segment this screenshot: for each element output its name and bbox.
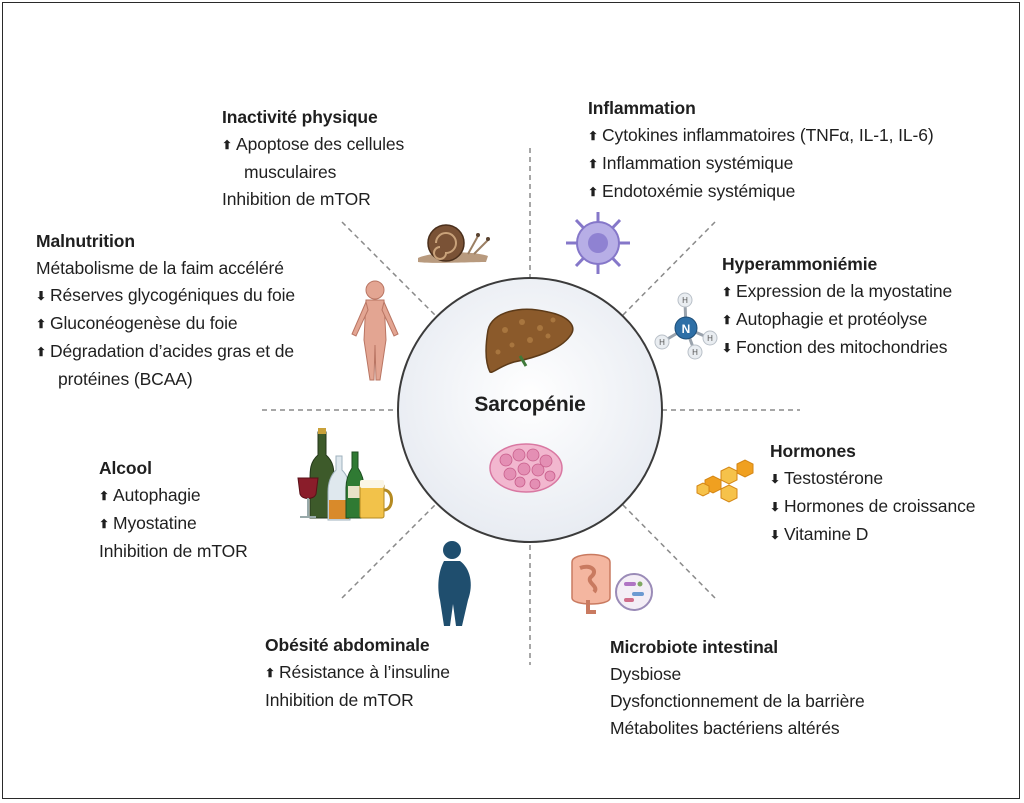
- snail-icon: [418, 224, 490, 263]
- effect-line: ⬆ Apoptose des cellules: [222, 131, 404, 159]
- arrow-icon: ⬇: [770, 500, 780, 514]
- spoke-bottom-left: [341, 501, 439, 599]
- alcohol-bottles-icon: [297, 428, 393, 521]
- effect-text: Testostérone: [784, 468, 883, 488]
- effect-line: ⬇ Testostérone: [770, 465, 975, 493]
- obese-body-icon: [438, 541, 471, 626]
- effect-text-continued: protéines (BCAA): [58, 369, 193, 389]
- effect-line: ⬆ Dégradation d’acides gras et de: [36, 338, 295, 366]
- intestine-bacteria-icon: [571, 553, 653, 614]
- spoke-top-right: [619, 221, 716, 319]
- arrow-icon: ⬆: [222, 138, 232, 152]
- effect-line: ⬆ Gluconéogenèse du foie: [36, 310, 295, 338]
- svg-text:N: N: [682, 322, 691, 336]
- spoke-lines: [262, 148, 800, 665]
- central-circle: [397, 277, 663, 543]
- effect-text: Inhibition de mTOR: [265, 690, 414, 710]
- svg-text:H: H: [659, 338, 665, 347]
- immune-cell-icon: [566, 212, 630, 274]
- effect-text: Inhibition de mTOR: [222, 189, 371, 209]
- factor-title: Alcool: [99, 458, 152, 478]
- effect-text: Inflammation systémique: [602, 153, 794, 173]
- arrow-icon: ⬆: [722, 313, 732, 327]
- factor-title: Hyperammoniémie: [722, 254, 878, 274]
- factor-malnutrition: Malnutrition Métabolisme de la faim accé…: [36, 228, 295, 393]
- factor-title: Inflammation: [588, 98, 696, 118]
- arrow-icon: ⬆: [588, 157, 598, 171]
- spoke-bottom-right: [619, 501, 716, 599]
- arrow-icon: ⬆: [265, 666, 275, 680]
- effect-text-continued: musculaires: [244, 162, 337, 182]
- factor-inflammation: Inflammation ⬆ Cytokines inflammatoires (…: [588, 95, 934, 206]
- effect-text: Dysbiose: [610, 664, 682, 684]
- factor-obesite: Obésité abdominale ⬆ Résistance à l’insul…: [265, 632, 450, 714]
- effect-text: Métabolites bactériens altérés: [610, 718, 840, 738]
- effect-text: Dégradation d’acides gras et de: [50, 341, 295, 361]
- arrow-icon: ⬆: [36, 345, 46, 359]
- arrow-icon: ⬆: [588, 129, 598, 143]
- arrow-icon: ⬆: [722, 285, 732, 299]
- factor-inactivite: Inactivité physique ⬆ Apoptose des cellul…: [222, 104, 404, 213]
- arrow-icon: ⬆: [99, 517, 109, 531]
- effect-text: Autophagie: [113, 485, 201, 505]
- svg-text:H: H: [692, 348, 698, 357]
- arrow-icon: ⬆: [99, 489, 109, 503]
- ammonium-molecule-icon: N H H H H: [654, 292, 718, 360]
- effect-line: ⬆ Autophagie et protéolyse: [722, 306, 952, 334]
- hormone-hexagons-icon: [696, 459, 754, 503]
- effect-text: Endotoxémie systémique: [602, 181, 796, 201]
- arrow-icon: ⬇: [722, 341, 732, 355]
- effect-text: Cytokines inflammatoires (TNFα, IL-1, IL…: [602, 125, 934, 145]
- effect-text: Vitamine D: [784, 524, 869, 544]
- effect-text: Hormones de croissance: [784, 496, 976, 516]
- effect-line: ⬆ Cytokines inflammatoires (TNFα, IL-1, I…: [588, 122, 934, 150]
- effect-line: ⬆ Myostatine: [99, 510, 248, 538]
- arrow-icon: ⬇: [770, 528, 780, 542]
- factor-hyperammoniemie: Hyperammoniémie ⬆ Expression de la myosta…: [722, 251, 952, 362]
- arrow-icon: ⬆: [588, 185, 598, 199]
- effect-text: Gluconéogenèse du foie: [50, 313, 238, 333]
- effect-line: ⬇ Hormones de croissance: [770, 493, 975, 521]
- factor-microbiote: Microbiote intestinal Dysbiose Dysfoncti…: [610, 634, 865, 742]
- effect-line: ⬇ Vitamine D: [770, 521, 975, 549]
- factor-hormones: Hormones ⬇ Testostérone ⬇ Hormones de croi…: [770, 438, 975, 549]
- factor-title: Inactivité physique: [222, 107, 378, 127]
- effect-text: Fonction des mitochondries: [736, 337, 948, 357]
- effect-line: ⬆ Expression de la myostatine: [722, 278, 952, 306]
- effect-text: Dysfonctionnement de la barrière: [610, 691, 865, 711]
- muscle-tissue-icon: [489, 443, 563, 493]
- arrow-icon: ⬇: [770, 472, 780, 486]
- effect-text: Réserves glycogéniques du foie: [50, 285, 296, 305]
- svg-text:H: H: [707, 334, 713, 343]
- effect-line: ⬆ Inflammation systémique: [588, 150, 934, 178]
- effect-text: Expression de la myostatine: [736, 281, 953, 301]
- effect-line: ⬇ Réserves glycogéniques du foie: [36, 282, 295, 310]
- effect-text: Inhibition de mTOR: [99, 541, 248, 561]
- factor-title: Obésité abdominale: [265, 635, 430, 655]
- effect-line: ⬇ Fonction des mitochondries: [722, 334, 952, 362]
- arrow-icon: ⬇: [36, 289, 46, 303]
- spoke-top-left: [341, 221, 439, 319]
- arrow-icon: ⬆: [36, 317, 46, 331]
- liver-icon: [485, 308, 574, 374]
- thin-body-icon: [351, 280, 399, 381]
- effect-line: ⬆ Résistance à l’insuline: [265, 659, 450, 687]
- effect-line: ⬆ Autophagie: [99, 482, 248, 510]
- effect-text: Autophagie et protéolyse: [736, 309, 928, 329]
- effect-text: Myostatine: [113, 513, 197, 533]
- factor-alcool: Alcool ⬆ Autophagie ⬆ Myostatine Inhibitio…: [99, 455, 248, 565]
- effect-line: ⬆ Endotoxémie systémique: [588, 178, 934, 206]
- center-label: Sarcopénie: [474, 393, 586, 416]
- factor-title: Hormones: [770, 441, 856, 461]
- svg-text:H: H: [682, 296, 688, 305]
- effect-text: Métabolisme de la faim accéléré: [36, 258, 284, 278]
- effect-text: Résistance à l’insuline: [279, 662, 450, 682]
- factor-title: Malnutrition: [36, 231, 135, 251]
- factor-title: Microbiote intestinal: [610, 637, 779, 657]
- effect-text: Apoptose des cellules: [236, 134, 405, 154]
